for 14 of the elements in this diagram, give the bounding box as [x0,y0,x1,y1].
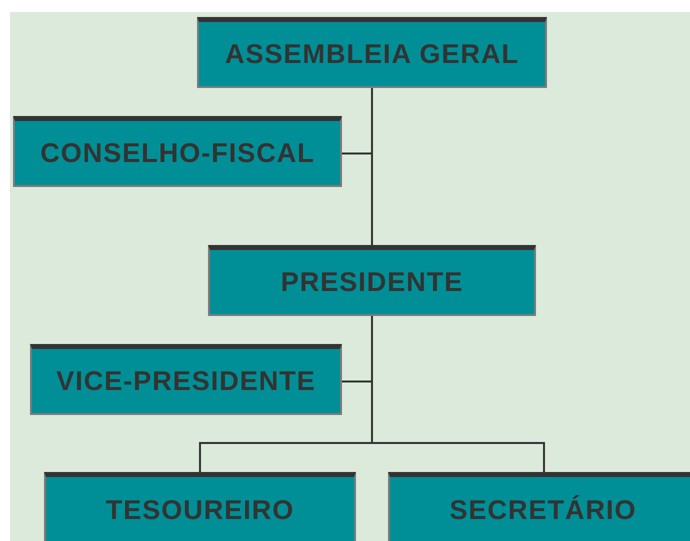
role-label: VICE-PRESIDENTE [56,366,316,396]
role-label: ASSEMBLEIA GERAL [224,38,519,70]
org-box [44,472,356,541]
role-label: TESOUREIRO [106,495,294,526]
connector-line [371,316,545,472]
org-box [197,17,547,88]
role-label: SECRETÁRIO [449,495,637,526]
role-label: CONSELHO-FISCAL [40,138,315,168]
org-box [30,344,342,415]
org-box [208,245,536,316]
connector-line [371,88,373,245]
org-box [13,116,342,187]
role-label: PRESIDENTE [280,266,464,298]
org-box [388,472,690,541]
